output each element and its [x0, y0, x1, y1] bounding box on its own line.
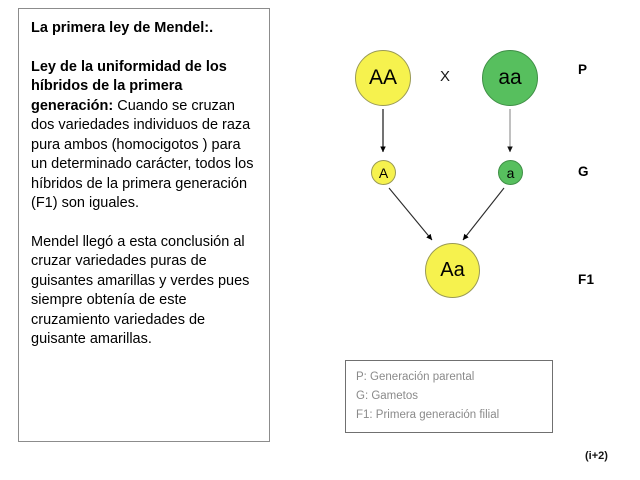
paragraph-spacer	[31, 39, 257, 58]
panel-body-first: Ley de la uniformidad de los híbridos de…	[31, 58, 257, 214]
generation-label-f1: F1	[578, 272, 595, 287]
legend-line-g: G: Gametos	[356, 390, 418, 402]
panel-body2-text: Mendel llegó a esta conclusión al cruzar…	[31, 233, 250, 348]
gamete-left-label: A	[378, 164, 389, 181]
panel-title-text: La primera ley de Mendel:.	[31, 20, 214, 36]
paragraph-spacer-2	[31, 214, 257, 233]
parent-right-label: aa	[498, 66, 522, 89]
arrow-gamete-left-to-offspring	[388, 187, 433, 241]
cross-symbol: X	[440, 68, 451, 85]
panel-body1-text: Cuando se cruzan dos variedades individu…	[31, 97, 254, 212]
gamete-right-label: a	[506, 164, 515, 181]
offspring-genotype-aa-heterozygous: Aa	[425, 243, 480, 298]
gamete-left: A	[371, 160, 396, 185]
explanation-text-panel: La primera ley de Mendel:. Ley de la uni…	[18, 8, 270, 442]
panel-title: La primera ley de Mendel:.	[31, 19, 257, 39]
parent-left-label: AA	[368, 66, 397, 89]
arrow-gamete-right-to-offspring	[462, 187, 505, 241]
panel-subtitle-text: Ley de la uniformidad de los híbridos de…	[31, 58, 227, 114]
footnote-label: (i+2)	[585, 450, 608, 462]
legend-box: P: Generación parental G: Gametos F1: Pr…	[345, 360, 553, 433]
panel-body-second: Mendel llegó a esta conclusión al cruzar…	[31, 233, 257, 350]
parent-genotype-aa-recessive: aa	[482, 50, 538, 106]
generation-label-p: P	[578, 62, 588, 77]
parent-genotype-aa-dominant: AA	[355, 50, 411, 106]
legend-line-p: P: Generación parental	[356, 371, 475, 383]
generation-label-g: G	[578, 164, 589, 179]
gamete-right: a	[498, 160, 523, 185]
offspring-label: Aa	[440, 259, 465, 281]
legend-line-f1: F1: Primera generación filial	[356, 409, 500, 421]
